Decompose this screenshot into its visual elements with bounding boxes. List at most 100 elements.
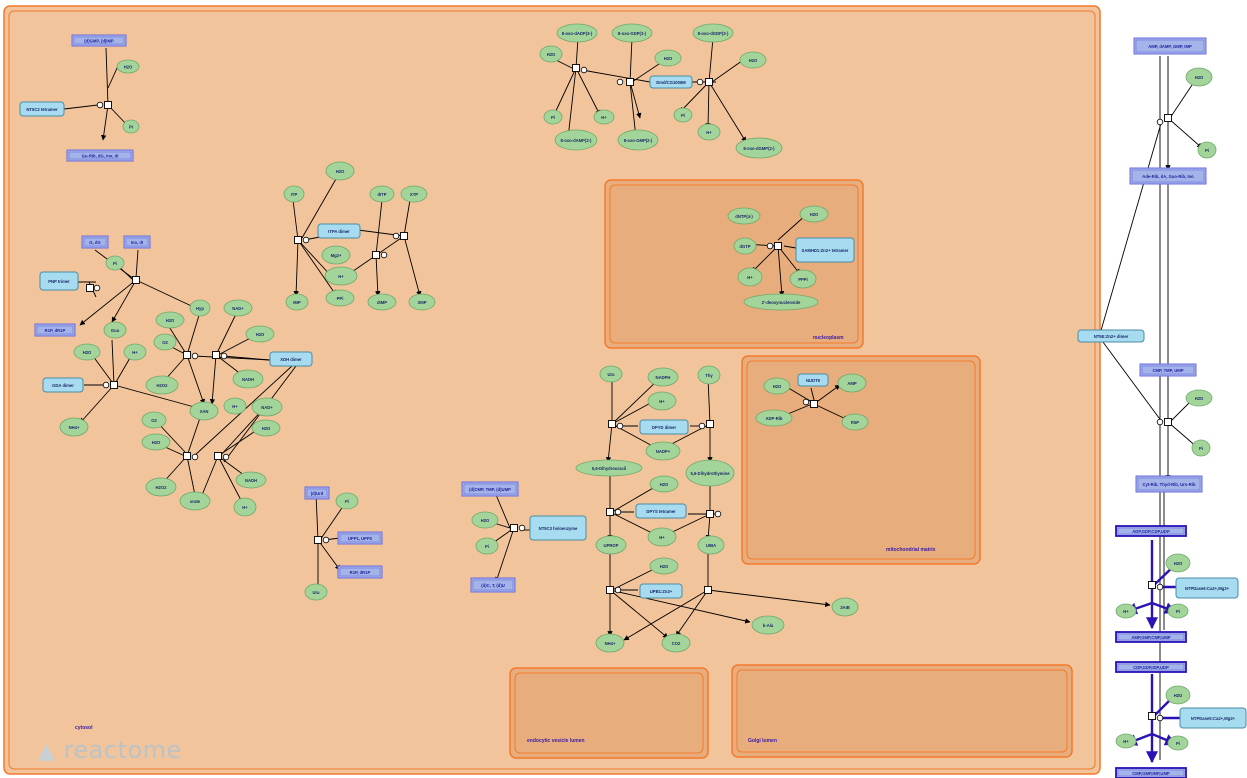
node-pi-1[interactable]: Pi (122, 119, 140, 134)
node-pi-3[interactable]: Pi (673, 107, 693, 123)
node-cmp-set[interactable]: CMP, TMP, UMP (1139, 363, 1197, 377)
node-amp-set2[interactable]: AMP,GMP,CMP,UMP (1115, 631, 1187, 643)
node-c1[interactable]: (d)GMP, (d)IMP (71, 34, 127, 47)
node-dcmp[interactable]: (d)CMP, TMP, (d)UMP (461, 481, 519, 497)
node-dpyd[interactable]: DPYD dimer (639, 419, 689, 435)
node-h2o-19[interactable]: H2O (1165, 685, 1191, 705)
reaction-node[interactable] (510, 524, 518, 532)
reaction-node[interactable] (294, 236, 302, 244)
node-pi-6[interactable]: Pi (475, 537, 499, 555)
node-h2o-7[interactable]: H2O (73, 343, 101, 361)
node-s-dadp[interactable]: 8-oxo-dADP(3-) (556, 23, 598, 43)
node-nt5e[interactable]: NT5E:Zn2+ dimer (1077, 329, 1145, 343)
reaction-node[interactable] (110, 381, 118, 389)
node-urate[interactable]: urate (179, 491, 211, 511)
node-r1p[interactable]: R1P, dR1P (34, 323, 76, 337)
node-h2o-5[interactable]: H2O (325, 161, 355, 181)
node-ura-1[interactable]: Ura (304, 583, 328, 601)
reaction-node[interactable] (606, 508, 614, 516)
node-upp[interactable]: UPP1, UPP2 (337, 531, 383, 545)
node-amp-set[interactable]: AMP, dAMP, GMP, IMP (1133, 37, 1207, 55)
node-itp[interactable]: ITP (283, 185, 305, 203)
reaction-node[interactable] (810, 400, 818, 408)
reaction-node[interactable] (706, 510, 714, 518)
node-pnp[interactable]: PNP trimer (39, 271, 79, 291)
node-hp-10[interactable]: H+ (1115, 603, 1137, 619)
node-hyp[interactable]: Hyp (189, 299, 211, 317)
node-adp-set[interactable]: ADP,GDP,CDP,UDP (1115, 525, 1187, 537)
node-hp-4[interactable]: H+ (737, 267, 763, 287)
node-g-dg[interactable]: G, dG (81, 235, 109, 249)
node-pi-9[interactable]: Pi (1167, 603, 1189, 619)
node-nt5c2[interactable]: NT5C2 tetramer (19, 101, 65, 117)
reaction-node[interactable] (626, 78, 634, 86)
node-nadh-2[interactable]: NADH (235, 471, 267, 489)
node-nad-2[interactable]: NAD+ (251, 397, 283, 417)
node-hp-8[interactable]: H+ (647, 391, 677, 411)
node-co2[interactable]: CO2 (661, 633, 691, 653)
node-samhd1[interactable]: SAMHD1:Zn2+ tetramer (795, 237, 855, 263)
node-s-dgdp[interactable]: 8-oxo-dGDP(3-) (692, 23, 734, 43)
reaction-node[interactable] (572, 64, 580, 72)
reaction-node[interactable] (705, 78, 713, 86)
node-amp-m[interactable]: AMP (837, 373, 867, 393)
node-hp-11[interactable]: H+ (1115, 733, 1137, 749)
node-xdh[interactable]: XDH dimer (269, 351, 313, 367)
reaction-node[interactable] (214, 452, 222, 460)
node-h2o-14[interactable]: H2O (649, 557, 679, 575)
node-h2o2-2[interactable]: H2O2 (145, 477, 177, 497)
node-h2o-18[interactable]: H2O (1165, 553, 1191, 573)
node-s-damp[interactable]: 8-oxo-dAMP(2-) (554, 129, 598, 151)
node-dpys[interactable]: DPYS tetramer (635, 503, 687, 519)
reaction-node[interactable] (1148, 581, 1156, 589)
node-h2o-4[interactable]: H2O (739, 51, 767, 69)
node-ura-2[interactable]: Ura (599, 365, 623, 383)
reaction-node[interactable] (774, 242, 782, 250)
node-nadph[interactable]: NADPH (647, 367, 679, 387)
node-dht[interactable]: 5,6-Dihydrothymine (685, 459, 735, 487)
node-h2o2-1[interactable]: H2O2 (145, 375, 179, 395)
node-ditp[interactable]: dITP (369, 185, 395, 203)
node-guo-rib[interactable]: Gu-Rib, dG, Ino, dI (66, 149, 134, 162)
node-r1p-2[interactable]: R1P, dR1P (337, 565, 383, 579)
node-hp-1[interactable]: H+ (593, 109, 615, 125)
node-pi-5[interactable]: Pi (335, 492, 359, 510)
reaction-node[interactable] (608, 420, 616, 428)
reaction-node[interactable] (132, 276, 140, 284)
node-nadp[interactable]: NADP+ (645, 441, 681, 461)
reaction-node[interactable] (400, 232, 408, 240)
node-hp-9[interactable]: H+ (647, 527, 677, 547)
node-ino-di[interactable]: Ino, dI (123, 235, 151, 249)
node-cdp-set[interactable]: CDP,GDP,IDP,UDP (1115, 661, 1187, 673)
reaction-node[interactable] (183, 351, 191, 359)
node-o2-1[interactable]: O2 (153, 333, 177, 351)
reaction-node[interactable] (1148, 712, 1156, 720)
node-h2o-11[interactable]: H2O (141, 433, 171, 451)
node-deoxy[interactable]: 2'-deoxynucleoside (743, 293, 819, 311)
reaction-node[interactable] (1164, 114, 1172, 122)
node-ntpdase5[interactable]: NTPDase5:Ca2+,Mg2+ (1179, 707, 1247, 729)
node-h2o-6[interactable]: H2O (799, 205, 829, 223)
node-hp-2[interactable]: H+ (697, 123, 721, 141)
node-upb1[interactable]: UPB1:Zn2+ (639, 583, 683, 599)
node-xtp[interactable]: XTP (400, 185, 428, 203)
reaction-node[interactable] (86, 284, 94, 292)
node-h2o-2[interactable]: H2O (539, 45, 563, 63)
node-imp[interactable]: IMP (285, 293, 309, 311)
node-dur[interactable]: (d)Urd (304, 486, 330, 500)
node-dgtp[interactable]: dGTP (733, 237, 757, 255)
node-ppi-1[interactable]: PPi (325, 289, 355, 307)
node-cmp-set2[interactable]: CMP,GMP,IMP,UMP (1115, 767, 1187, 778)
node-s-gdp[interactable]: 8-oxo-GDP(3-) (611, 23, 653, 43)
node-adprib[interactable]: ADP-Rib (755, 409, 793, 427)
node-mg[interactable]: Mg2+ (321, 245, 351, 265)
node-gda[interactable]: GDA dimer (42, 377, 84, 393)
node-h2o-13[interactable]: H2O (649, 475, 679, 493)
node-h2o-3[interactable]: H2O (654, 49, 682, 67)
node-gua[interactable]: Gua (103, 321, 127, 339)
node-h2o-8[interactable]: H2O (155, 311, 185, 329)
reaction-node[interactable] (104, 101, 112, 109)
node-bala[interactable]: b-Ala (751, 615, 785, 635)
node-nh4-1[interactable]: NH4+ (59, 417, 89, 437)
node-h2o-12[interactable]: H2O (471, 511, 499, 529)
